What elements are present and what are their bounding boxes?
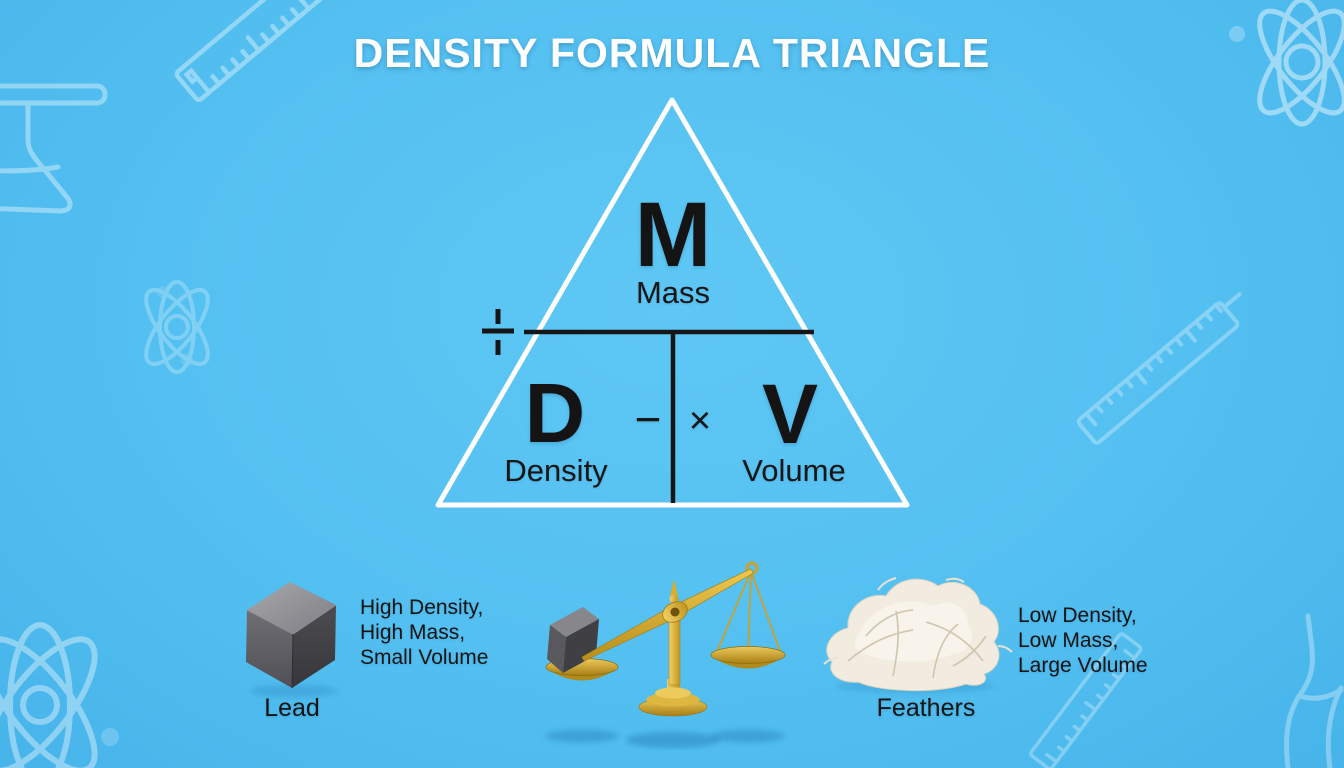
dash-symbol: − xyxy=(634,393,662,445)
feathers-property-line: Low Mass, xyxy=(1018,629,1119,652)
divide-symbol xyxy=(482,309,514,355)
feathers-properties: Low Density, Low Mass, Large Volume xyxy=(1018,603,1148,678)
atom-icon xyxy=(1229,0,1344,127)
volume-label: Volume xyxy=(742,453,846,488)
scale-shadows xyxy=(545,729,785,748)
scale-right-pan xyxy=(710,561,786,669)
feathers-image xyxy=(823,577,1013,693)
flask-icon xyxy=(1284,613,1344,768)
scale-base xyxy=(638,679,708,717)
scale-column xyxy=(667,579,682,686)
lead-label: Lead xyxy=(264,694,320,722)
mass-symbol: M xyxy=(634,184,712,286)
atom-icon xyxy=(144,280,210,374)
flask-icon xyxy=(0,83,108,214)
triangle-dividers xyxy=(524,329,814,503)
lead-cube-image xyxy=(246,582,338,697)
volume-symbol: V xyxy=(761,367,819,461)
ruler-icon xyxy=(174,0,342,102)
balance-scale-image xyxy=(545,561,786,748)
page-title: DENSITY FORMULA TRIANGLE xyxy=(353,30,991,76)
scale-beam xyxy=(581,568,754,662)
feathers-property-line: Large Volume xyxy=(1018,654,1148,677)
multiply-symbol: × xyxy=(688,400,712,442)
lead-property-line: High Density, xyxy=(360,596,484,619)
mass-label: Mass xyxy=(635,275,711,310)
density-symbol: D xyxy=(524,366,586,460)
density-label: Density xyxy=(504,453,608,488)
lead-properties: High Density, High Mass, Small Volume xyxy=(360,595,488,670)
feathers-property-line: Low Density, xyxy=(1018,604,1137,627)
lead-property-line: High Mass, xyxy=(360,621,466,644)
weight-cube xyxy=(547,607,599,673)
ruler-icon xyxy=(1029,632,1143,768)
ruler-icon xyxy=(1076,292,1242,445)
lead-property-line: Small Volume xyxy=(360,646,489,669)
triangle-outline xyxy=(435,97,910,508)
feathers-label: Feathers xyxy=(876,694,976,722)
feather-pile xyxy=(823,577,1013,692)
atom-icon xyxy=(0,622,119,768)
